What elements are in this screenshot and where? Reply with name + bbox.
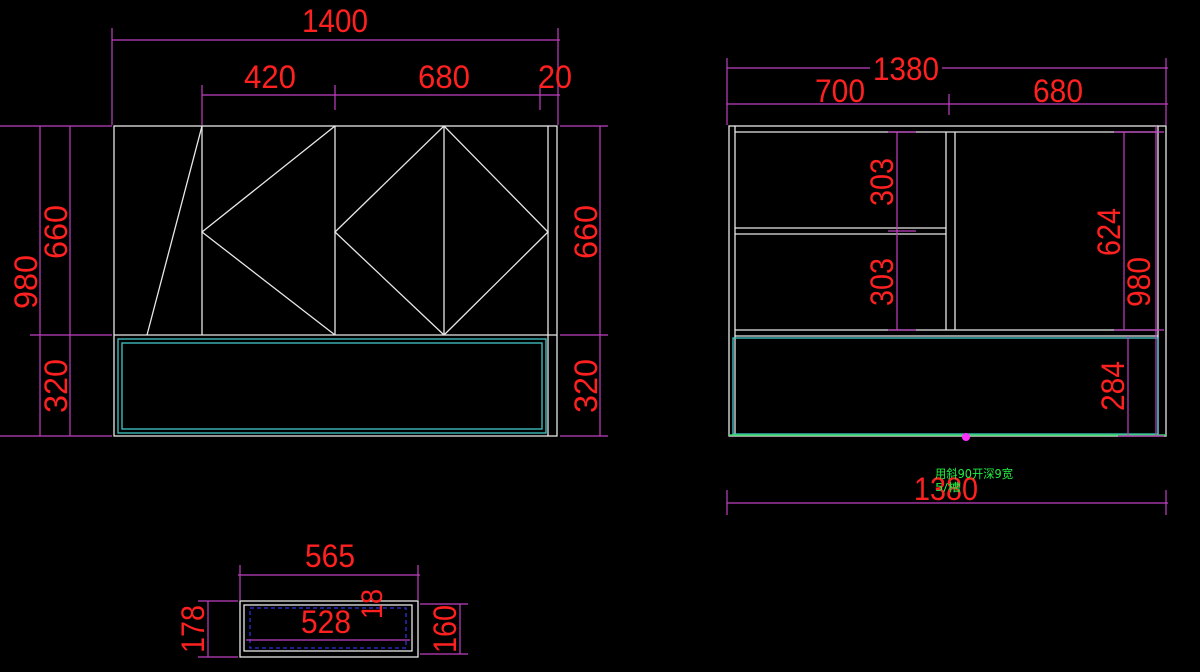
side-inner-height-label: 624	[1091, 208, 1127, 256]
front-seg-b-label: 680	[418, 59, 470, 95]
side-total-height-label: 980	[1121, 257, 1157, 307]
drawer-outer-height-label: 178	[175, 605, 211, 653]
front-view: 1400 420 680 20 980 660 320	[0, 3, 608, 437]
side-drawer-outline	[732, 337, 1159, 435]
front-drawer-outline	[117, 338, 547, 434]
side-groove-note: 用斜90开深9宽	[935, 466, 1013, 481]
drawer-thickness-label: 18	[356, 589, 389, 619]
front-upper-height-right-label: 660	[568, 205, 604, 259]
front-lower-height-left-label: 320	[38, 359, 74, 413]
side-shelf-lower-label: 303	[864, 258, 900, 306]
drawer-section-hidden	[249, 607, 407, 649]
drawer-inner-width-label: 528	[301, 604, 351, 640]
drawer-outer-width-label: 565	[305, 538, 355, 574]
front-seg-c-label: 20	[538, 59, 572, 95]
front-total-height-label: 980	[8, 255, 44, 309]
drawer-section-view: 565 528 18 178 160	[175, 538, 468, 658]
side-cabinet-outline	[728, 125, 1167, 437]
side-shelf-upper-label: 303	[864, 158, 900, 206]
front-upper-height-left-label: 660	[38, 205, 74, 259]
front-door-opening-d	[443, 125, 549, 336]
front-door-opening-c	[334, 125, 445, 336]
front-lower-height-right-label: 320	[568, 359, 604, 413]
side-view: 1380 700 680 303 303 624	[726, 50, 1168, 515]
front-door-opening-a	[146, 125, 203, 336]
front-overall-width-label: 1400	[302, 3, 368, 39]
front-door-opening-b	[200, 125, 336, 336]
side-groove-marker	[962, 433, 970, 441]
side-left-width-label: 700	[815, 73, 865, 109]
side-drawer-height-label: 284	[1095, 361, 1131, 411]
drawer-section-inner	[243, 604, 413, 652]
drawer-section-outline	[239, 600, 419, 658]
front-seg-a-label: 420	[244, 59, 296, 95]
side-bottom-width-label: 1380	[914, 471, 978, 507]
front-drawer-inner	[121, 342, 543, 430]
side-overall-width-label: 1380	[873, 51, 939, 87]
side-groove-note-2: 5/槽	[935, 481, 961, 494]
side-width-label-mask	[870, 50, 942, 86]
side-right-width-label: 680	[1033, 73, 1083, 109]
drawer-inner-height-label: 160	[427, 605, 463, 653]
